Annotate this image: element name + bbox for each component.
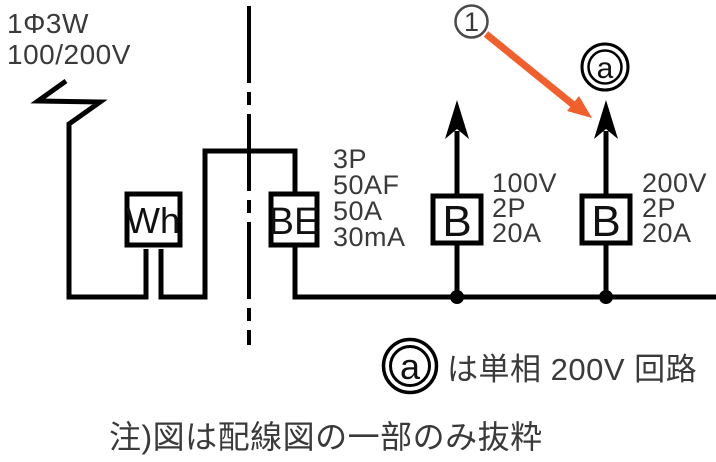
circuit-a-mark: a [580, 42, 630, 92]
legend: a は単相 200V 回路 [381, 337, 697, 395]
legend-text: は単相 200V 回路 [447, 352, 697, 387]
supply-phase-label: 1Φ3W [7, 8, 89, 39]
up-arrow-icon [445, 100, 469, 139]
circuit-a-letter: a [597, 52, 614, 85]
up-arrow-icon [594, 100, 618, 139]
junction-dot [450, 290, 464, 304]
main-breaker-spec-sensitivity: 30mA [333, 222, 406, 252]
legend-a-inner-circle [389, 345, 431, 387]
watt-hour-meter-box [124, 191, 183, 248]
branch2-spec-voltage: 200V [642, 168, 707, 198]
legend-a-letter: a [400, 346, 421, 387]
branch-breaker-100v-label: B [442, 197, 471, 246]
branch1-spec-poles: 2P [492, 193, 526, 223]
branch-breaker-200v-box [579, 193, 633, 246]
meter-to-breaker-wire [158, 148, 298, 300]
supply-voltage-label: 100/200V [7, 39, 131, 70]
branch2-spec-poles: 2P [642, 193, 676, 223]
circuit-a-inner-circle [587, 49, 623, 85]
junction-dot [599, 290, 613, 304]
branch1-spec-current: 20A [492, 218, 542, 248]
main-breaker-spec-poles: 3P [333, 144, 367, 174]
annotations: 1Φ3W 100/200V 3P 50AF 50A 30mA 100V 2P 2… [7, 8, 707, 252]
watt-hour-meter-label: Wh [126, 200, 180, 241]
highlight-arrow-shaft [483, 31, 579, 110]
main-breaker-spec-current: 50A [333, 196, 383, 226]
branch-breaker-200v-label: B [591, 197, 620, 246]
bottom-bus-wire [292, 244, 716, 300]
branch2-spec-current: 20A [642, 218, 692, 248]
service-drop-symbol [30, 78, 149, 300]
device-symbols: Wh BE B B [124, 191, 633, 248]
branch1-spec-voltage: 100V [492, 168, 557, 198]
main-breaker-spec-frame: 50AF [333, 170, 400, 200]
note-text: 注)図は配線図の一部のみ抜粋 [109, 419, 543, 455]
highlight-arrow-icon [567, 96, 592, 118]
callout-1-badge [454, 4, 489, 39]
leakage-breaker-box [268, 191, 320, 248]
leakage-breaker-label: BE [269, 201, 320, 243]
callout-1: 1 [454, 4, 592, 118]
callout-1-number: 1 [464, 7, 479, 37]
branch-breaker-100v-box [430, 193, 484, 246]
